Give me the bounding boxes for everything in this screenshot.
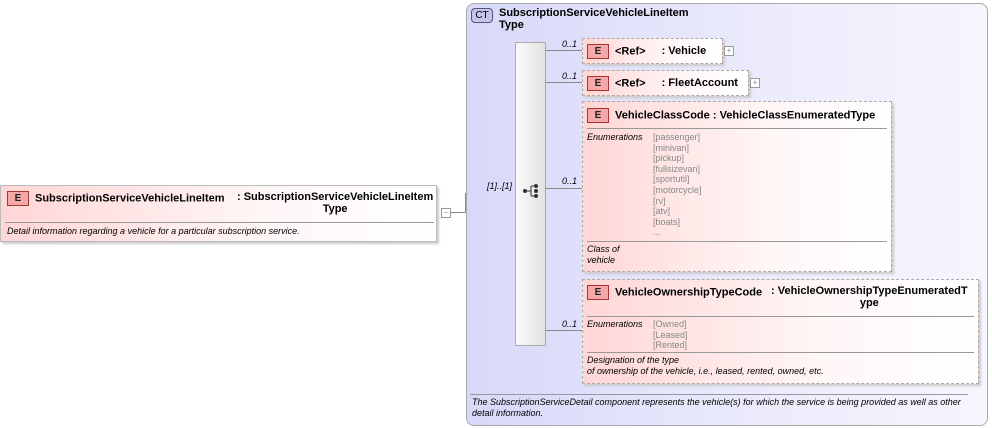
root-cardinality: [1]..[1] bbox=[487, 181, 513, 191]
element-name: <Ref> bbox=[615, 45, 646, 58]
enumerations-label: Enumerations bbox=[587, 132, 643, 142]
element-badge: E bbox=[587, 44, 609, 59]
expand-toggle[interactable]: + bbox=[724, 46, 734, 56]
element-name: VehicleClassCode bbox=[615, 109, 710, 122]
cardinality: 0..1 bbox=[562, 319, 578, 329]
element-type: : VehicleClassEnumeratedType bbox=[712, 109, 876, 122]
complex-type-badge: CT bbox=[471, 8, 493, 23]
cardinality: 0..1 bbox=[562, 39, 578, 49]
element-doc: Detail information regarding a vehicle f… bbox=[7, 226, 300, 236]
element-vehicle-class-code[interactable]: E VehicleClassCode : VehicleClassEnumerat… bbox=[582, 101, 892, 272]
element-badge: E bbox=[587, 76, 609, 91]
element-name: SubscriptionServiceVehicleLineItem bbox=[35, 192, 225, 205]
element-type: : Vehicle bbox=[661, 45, 707, 58]
element-badge: E bbox=[7, 191, 29, 206]
expand-toggle[interactable]: + bbox=[750, 78, 760, 88]
element-fleet-account[interactable]: E <Ref> : FleetAccount bbox=[582, 70, 749, 96]
cardinality: 0..1 bbox=[562, 71, 578, 81]
element-type: : FleetAccount bbox=[661, 77, 738, 90]
root-element[interactable]: E SubscriptionServiceVehicleLineItem : Su… bbox=[0, 185, 437, 242]
enumerations-list: [passenger][minivan][pickup][fullsizevan… bbox=[653, 132, 702, 238]
element-vehicle[interactable]: E <Ref> : Vehicle bbox=[582, 38, 723, 64]
enumerations-label: Enumerations bbox=[587, 319, 643, 329]
element-name: VehicleOwnershipTypeCode bbox=[615, 286, 763, 299]
complex-type-doc: The SubscriptionServiceDetail component … bbox=[472, 397, 961, 418]
element-vehicle-ownership-type-code[interactable]: E VehicleOwnershipTypeCode : VehicleOwner… bbox=[582, 279, 979, 384]
cardinality: 0..1 bbox=[562, 176, 578, 186]
element-name: <Ref> bbox=[615, 77, 646, 90]
sequence-icon bbox=[523, 184, 538, 198]
element-badge: E bbox=[587, 108, 609, 123]
collapse-toggle[interactable]: − bbox=[441, 208, 451, 218]
enumerations-list: [Owned][Leased][Rented] bbox=[653, 319, 688, 351]
element-badge: E bbox=[587, 285, 609, 300]
